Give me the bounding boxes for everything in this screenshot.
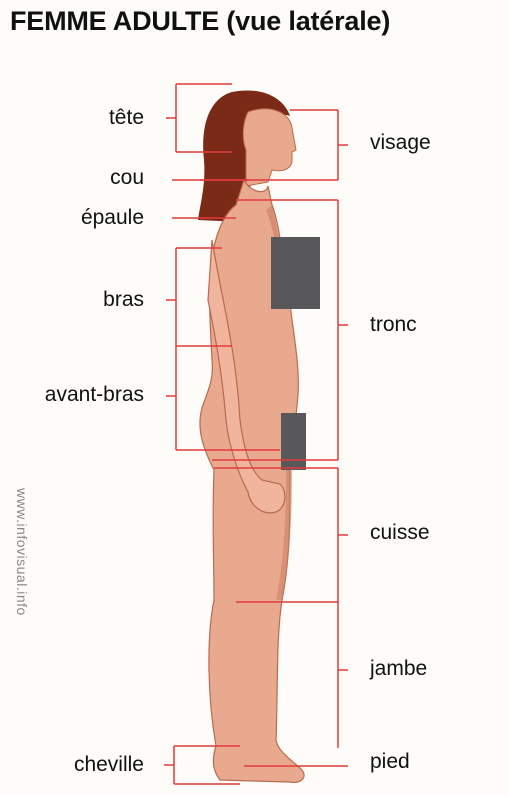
label-bras: bras — [0, 288, 144, 312]
censor-bar-chest — [271, 237, 320, 309]
label-cou: cou — [0, 166, 144, 190]
label-tete: tête — [0, 106, 144, 130]
label-cheville: cheville — [0, 753, 144, 777]
label-tronc: tronc — [370, 313, 417, 337]
label-pied: pied — [370, 750, 410, 774]
label-epaule: épaule — [0, 206, 144, 230]
bracket-jambe — [338, 602, 348, 748]
face — [243, 109, 296, 186]
label-jambe: jambe — [370, 657, 427, 681]
label-cuisse: cuisse — [370, 521, 430, 545]
label-avant-bras: avant-bras — [0, 383, 144, 407]
label-visage: visage — [370, 131, 431, 155]
watermark-text: www.infovisual.info — [14, 488, 30, 616]
censor-bar-pelvis — [281, 413, 306, 470]
diagram-title: FEMME ADULTE (vue latérale) — [10, 6, 390, 37]
